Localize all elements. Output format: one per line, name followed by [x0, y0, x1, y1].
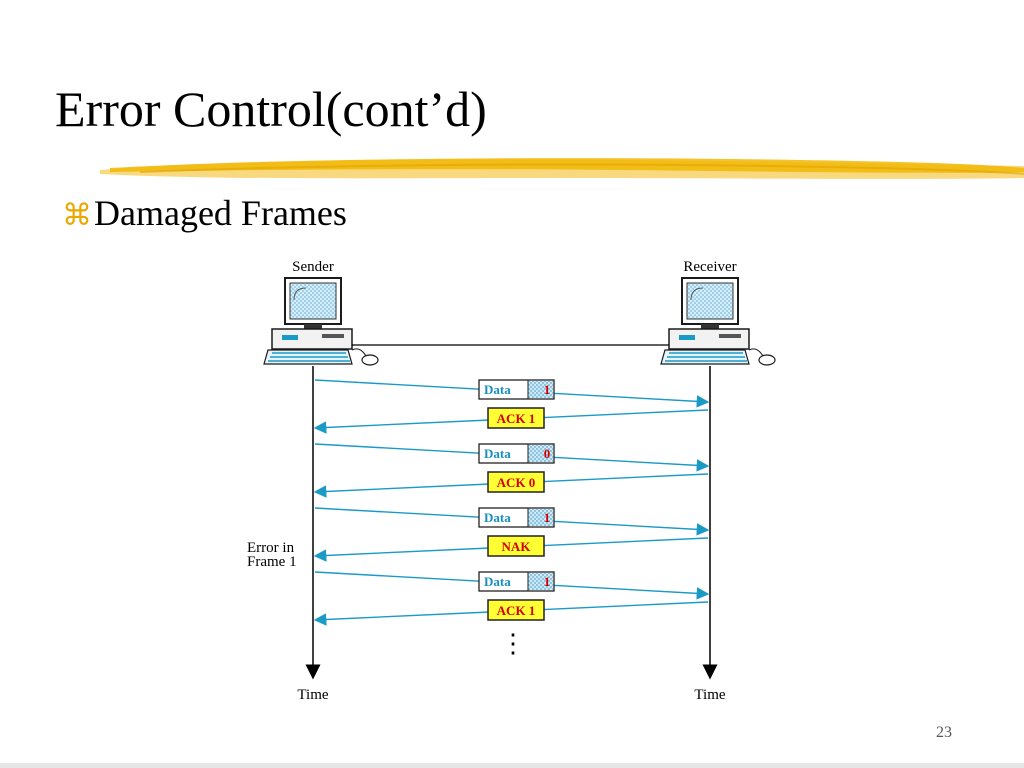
receiver-computer-icon — [660, 277, 776, 366]
page-number: 23 — [936, 724, 952, 741]
data-frame-label: Data — [484, 446, 511, 461]
data-frame-label: Data — [484, 382, 511, 397]
data-frame-number: 1 — [544, 382, 551, 397]
receiver-label: Receiver — [683, 259, 736, 275]
reply-box: NAK — [487, 535, 545, 557]
bullet-item: ⌘Damaged Frames — [62, 192, 347, 235]
error-note-line2: Frame 1 — [247, 554, 297, 570]
data-frame-box: Data 0 — [478, 443, 555, 464]
time-label-right: Time — [694, 687, 725, 703]
sender-label: Sender — [292, 259, 334, 275]
data-frame-box: Data 1 — [478, 507, 555, 528]
data-frame-number: 0 — [544, 446, 551, 461]
reply-box: ACK 1 — [487, 407, 545, 429]
reply-box: ACK 0 — [487, 471, 545, 493]
data-frame-number: 1 — [544, 574, 551, 589]
command-symbol-icon: ⌘ — [62, 198, 92, 233]
data-frame-box: Data 1 — [478, 571, 555, 592]
data-frame-box: Data 1 — [478, 379, 555, 400]
data-frame-label: Data — [484, 510, 511, 525]
reply-label: ACK 1 — [497, 411, 536, 426]
footer-rule — [0, 763, 1024, 768]
bullet-text: Damaged Frames — [94, 193, 347, 233]
reply-label: ACK 1 — [497, 603, 536, 618]
reply-box: ACK 1 — [487, 599, 545, 621]
reply-label: NAK — [502, 539, 532, 554]
data-frame-number: 1 — [544, 510, 551, 525]
title-brush-underline — [100, 158, 1024, 179]
error-note-line1: Error in — [247, 540, 295, 556]
reply-label: ACK 0 — [497, 475, 536, 490]
data-frame-label: Data — [484, 574, 511, 589]
time-label-left: Time — [297, 687, 328, 703]
sender-computer-icon — [263, 277, 379, 366]
slide-title: Error Control(cont’d) — [55, 81, 487, 137]
ellipsis: ⋮ — [500, 629, 526, 658]
